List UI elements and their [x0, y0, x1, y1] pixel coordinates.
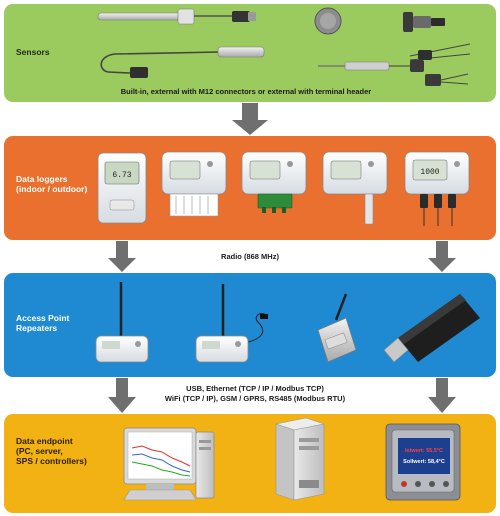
access-point-2-icon — [195, 284, 268, 363]
connectivity-label: USB, Ethernet (TCP / IP / Modbus TCP) Wi… — [150, 384, 360, 404]
data-endpoint-title: Data endpoint (PC, server, SPS / control… — [16, 436, 87, 466]
connectivity-line1: USB, Ethernet (TCP / IP / Modbus TCP) — [186, 384, 324, 393]
radio-label: Radio (868 MHz) — [221, 252, 279, 261]
logger-4-icon — [322, 151, 388, 225]
access-point-title-line1: Access Point — [16, 313, 70, 323]
sensors-title: Sensors — [16, 47, 50, 57]
access-point-band: Access Point Repeaters — [4, 273, 496, 377]
logger-5-display-value: 1000 — [420, 168, 439, 177]
sensor-cable-probe-icon — [100, 46, 265, 78]
sensor-disc-icon — [314, 7, 342, 35]
pc-monitor-icon — [123, 427, 215, 501]
data-loggers-title-line2: (indoor / outdoor) — [16, 184, 88, 194]
sensor-probe-m12-icon — [97, 8, 256, 25]
data-endpoint-title-line3: SPS / controllers) — [16, 456, 87, 466]
logger-3-icon — [241, 151, 307, 213]
access-point-title-line2: Repeaters — [16, 323, 58, 333]
controller-panel-icon — [385, 423, 461, 501]
access-point-title: Access Point Repeaters — [16, 313, 69, 333]
sensor-needle-probe-icon — [318, 60, 424, 72]
controller-readout-line1: Istwert: 55,5°C — [405, 448, 443, 454]
logger-2-icon — [161, 151, 227, 217]
arrow-sensors-to-loggers — [232, 103, 268, 135]
data-endpoint-title-line1: Data endpoint — [16, 436, 73, 446]
data-loggers-title: Data loggers (indoor / outdoor) — [16, 174, 87, 194]
arrow-logger-right-to-ap — [428, 241, 456, 272]
arrow-ap-right-to-endpoint — [428, 378, 456, 413]
sensor-m12-connector-icon — [403, 12, 445, 32]
logger-1-display-value: 6.73 — [112, 171, 131, 180]
connectivity-line2: WiFi (TCP / IP), GSM / GPRS, RS485 (Modb… — [164, 394, 346, 403]
sensors-caption: Built-in, external with M12 connectors o… — [120, 87, 372, 96]
arrow-logger-left-to-ap — [108, 241, 136, 272]
sensor-terminal-cable-icon — [409, 43, 471, 86]
repeater-din-rail-icon — [317, 293, 357, 363]
data-loggers-title-line1: Data loggers — [16, 174, 68, 184]
server-tower-icon — [274, 417, 326, 501]
usb-stick-icon — [383, 294, 480, 363]
arrow-ap-left-to-endpoint — [108, 378, 136, 413]
access-point-1-icon — [95, 282, 149, 363]
controller-readout-line2: Sollwert: 58,4°C — [403, 459, 445, 465]
data-endpoint-title-line2: (PC, server, — [16, 446, 63, 456]
logger-5-icon — [404, 151, 470, 226]
logger-wall-icon — [97, 152, 147, 224]
